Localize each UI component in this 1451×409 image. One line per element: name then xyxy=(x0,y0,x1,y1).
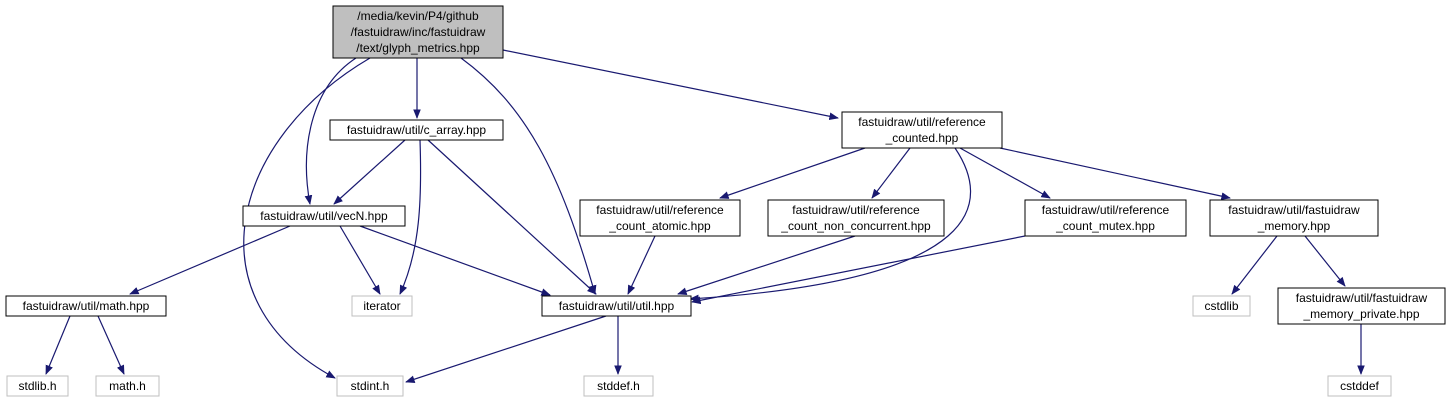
node-label-cstddef-line-0: cstddef xyxy=(1340,379,1379,393)
node-box-stdlib_h xyxy=(6,375,69,397)
edge-refcounted-to-fd_memory xyxy=(999,147,1231,200)
node-label-fd_mem_priv-line-1: _memory_private.hpp xyxy=(1302,307,1419,321)
node-label-rc_mutex-line-0: fastuidraw/util/reference xyxy=(1042,203,1170,217)
edge-root-to-refcounted xyxy=(502,49,839,121)
edge-rc_atomic-to-util_hpp xyxy=(627,235,656,295)
node-box-math_h xyxy=(95,375,160,397)
edge-rc_mutex-to-util_hpp xyxy=(691,235,1026,305)
edge-math_hpp-to-stdlib_h xyxy=(45,315,71,375)
edge-math_hpp-to-math_h xyxy=(97,315,125,375)
node-cstddef: cstddef xyxy=(1327,375,1392,397)
edges-layer xyxy=(45,49,1365,383)
node-label-root-line-2: /text/glyph_metrics.hpp xyxy=(356,41,480,55)
node-box-iterator xyxy=(351,295,413,317)
node-cstdlib: cstdlib xyxy=(1192,295,1251,317)
edge-refcounted-to-rc_mutex xyxy=(959,147,1051,199)
node-fd_mem_priv[interactable]: fastuidraw/util/fastuidraw _memory_privat… xyxy=(1277,287,1446,325)
node-refcounted[interactable]: fastuidraw/util/reference _counted.hpp xyxy=(841,111,1003,149)
edge-root-to-vecN xyxy=(304,57,357,205)
node-fd_memory[interactable]: fastuidraw/util/fastuidraw _memory.hpp xyxy=(1209,199,1379,237)
node-rc_mutex[interactable]: fastuidraw/util/reference _count_mutex.hp… xyxy=(1024,199,1187,237)
edge-vecN-to-iterator xyxy=(339,225,381,295)
node-root[interactable]: /media/kevin/P4/github/fastuidraw/inc/fa… xyxy=(332,5,504,59)
node-label-refcounted-line-0: fastuidraw/util/reference xyxy=(858,115,986,129)
node-label-rc_atomic-line-0: fastuidraw/util/reference xyxy=(596,203,724,217)
node-box-stddef_h xyxy=(583,375,654,397)
node-label-fd_mem_priv-line-0: fastuidraw/util/fastuidraw xyxy=(1296,291,1428,305)
node-box-vecN xyxy=(242,205,406,227)
edge-c_array-to-util_hpp xyxy=(427,139,597,295)
node-label-stdlib_h-line-0: stdlib.h xyxy=(18,379,56,393)
node-label-refcounted-line-1: _counted.hpp xyxy=(885,131,959,145)
node-stdlib_h: stdlib.h xyxy=(6,375,69,397)
node-label-fd_memory-line-0: fastuidraw/util/fastuidraw xyxy=(1228,203,1360,217)
node-label-rc_atomic-line-1: _count_atomic.hpp xyxy=(608,219,711,233)
node-label-vecN-line-0: fastuidraw/util/vecN.hpp xyxy=(260,209,388,223)
edge-util_hpp-to-stdint_h xyxy=(405,315,607,383)
edge-rc_nonconc-to-util_hpp xyxy=(677,235,856,295)
node-label-rc_nonconc-line-0: fastuidraw/util/reference xyxy=(792,203,920,217)
node-box-cstdlib xyxy=(1192,295,1251,317)
node-label-rc_nonconc-line-1: _count_non_concurrent.hpp xyxy=(780,219,931,233)
node-box-rc_nonconc xyxy=(767,199,945,237)
node-label-stddef_h-line-0: stddef.h xyxy=(597,379,640,393)
node-box-fd_mem_priv xyxy=(1277,287,1446,325)
node-stdint_h: stdint.h xyxy=(336,375,404,397)
edge-refcounted-to-util_hpp xyxy=(689,147,972,303)
node-box-c_array xyxy=(329,119,504,141)
node-vecN[interactable]: fastuidraw/util/vecN.hpp xyxy=(242,205,406,227)
node-iterator: iterator xyxy=(351,295,413,317)
edge-fd_memory-to-fd_mem_priv xyxy=(1304,235,1346,287)
node-util_hpp[interactable]: fastuidraw/util/util.hpp xyxy=(541,295,692,317)
node-stddef_h: stddef.h xyxy=(583,375,654,397)
node-c_array[interactable]: fastuidraw/util/c_array.hpp xyxy=(329,119,504,141)
node-label-c_array-line-0: fastuidraw/util/c_array.hpp xyxy=(347,123,487,137)
edge-vecN-to-util_hpp xyxy=(359,225,551,296)
node-math_h: math.h xyxy=(95,375,160,397)
node-box-rc_mutex xyxy=(1024,199,1187,237)
node-box-util_hpp xyxy=(541,295,692,317)
node-math_hpp[interactable]: fastuidraw/util/math.hpp xyxy=(5,295,167,317)
node-box-refcounted xyxy=(841,111,1003,149)
node-label-stdint_h-line-0: stdint.h xyxy=(351,379,390,393)
edge-c_array-to-vecN xyxy=(333,139,406,205)
node-label-math_hpp-line-0: fastuidraw/util/math.hpp xyxy=(23,299,150,313)
nodes-layer: /media/kevin/P4/github/fastuidraw/inc/fa… xyxy=(5,5,1446,397)
edge-c_array-to-iterator xyxy=(399,139,422,295)
node-box-cstddef xyxy=(1327,375,1392,397)
node-label-rc_mutex-line-1: _count_mutex.hpp xyxy=(1055,219,1155,233)
node-rc_nonconc[interactable]: fastuidraw/util/reference _count_non_conc… xyxy=(767,199,945,237)
edge-refcounted-to-rc_nonconc xyxy=(871,147,911,199)
node-box-stdint_h xyxy=(336,375,404,397)
node-box-root xyxy=(332,5,504,59)
node-label-util_hpp-line-0: fastuidraw/util/util.hpp xyxy=(559,299,675,313)
node-box-fd_memory xyxy=(1209,199,1379,237)
edge-root-to-util_hpp xyxy=(460,57,597,295)
edge-refcounted-to-rc_atomic xyxy=(719,147,866,199)
node-rc_atomic[interactable]: fastuidraw/util/reference _count_atomic.h… xyxy=(579,199,741,237)
node-label-cstdlib-line-0: cstdlib xyxy=(1204,299,1238,313)
node-label-fd_memory-line-1: _memory.hpp xyxy=(1257,219,1331,233)
node-label-iterator-line-0: iterator xyxy=(363,299,400,313)
edge-vecN-to-math_hpp xyxy=(129,225,291,295)
node-label-root-line-1: /fastuidraw/inc/fastuidraw xyxy=(351,25,486,39)
node-label-math_h-line-0: math.h xyxy=(109,379,146,393)
node-box-math_hpp xyxy=(5,295,167,317)
node-box-rc_atomic xyxy=(579,199,741,237)
edge-fd_memory-to-cstdlib xyxy=(1231,235,1278,295)
node-label-root-line-0: /media/kevin/P4/github xyxy=(357,9,479,23)
